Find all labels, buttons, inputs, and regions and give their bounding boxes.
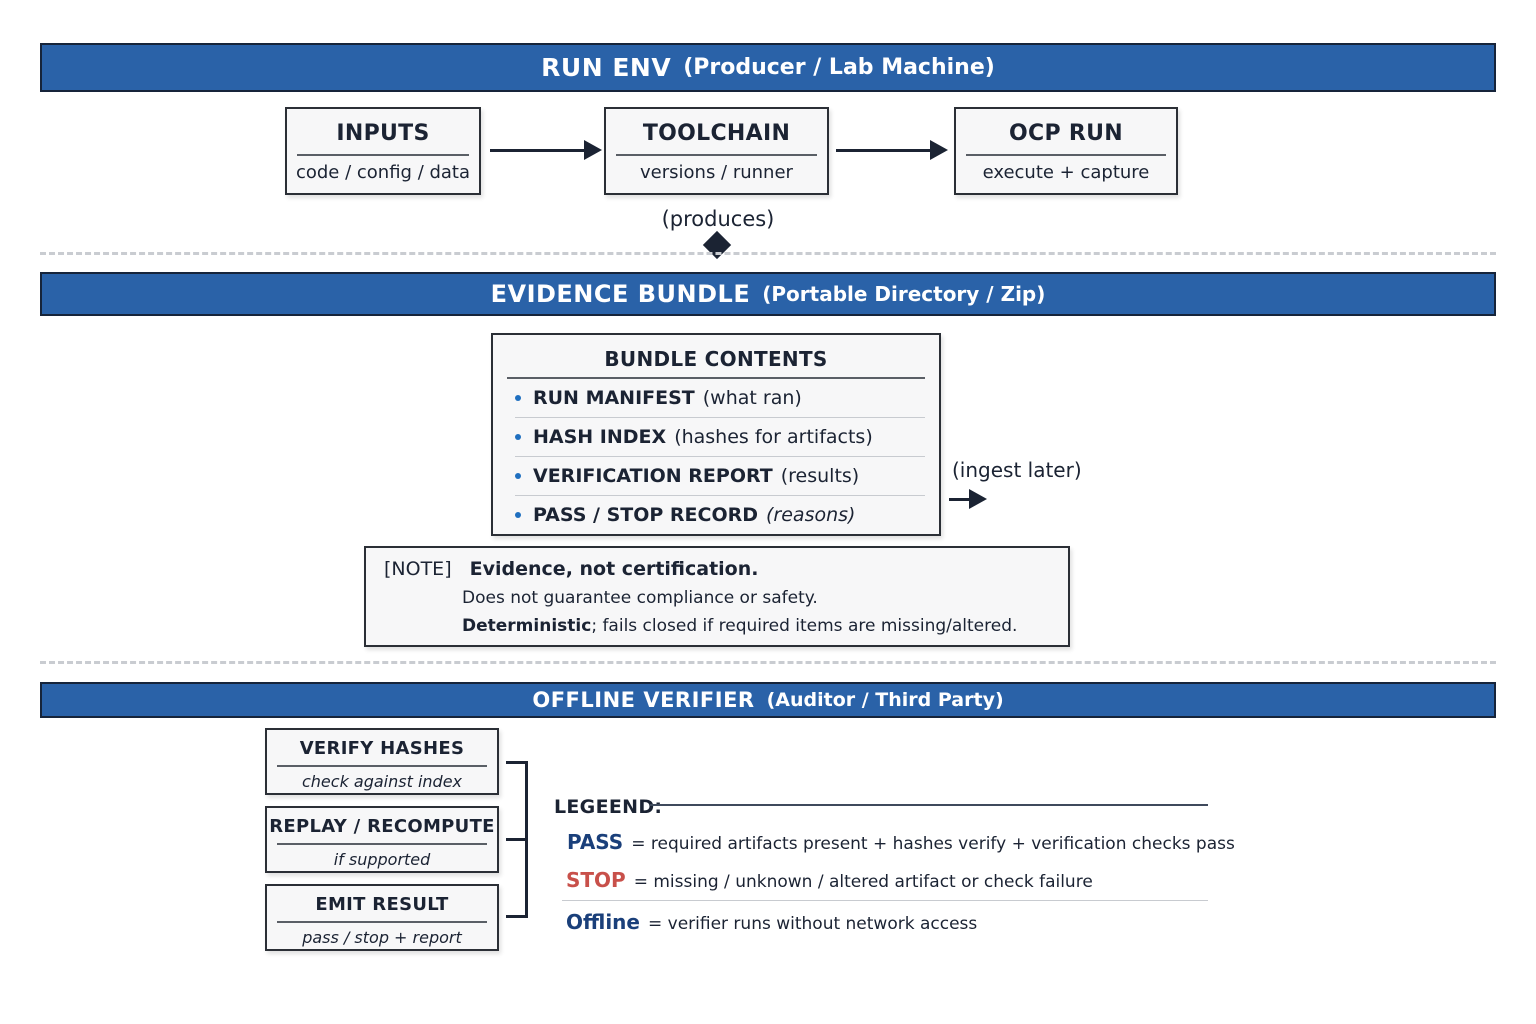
bullet-icon [515,473,521,479]
item-desc: (hashes for artifacts) [674,426,873,448]
legend-divider [562,900,1208,901]
arrow-toolchain-to-ocp-run [836,140,948,160]
note-box: [NOTE] Evidence, not certification. Does… [364,546,1070,647]
divider [616,154,817,156]
note-headline: Evidence, not certification. [469,558,759,580]
ocp-run-box: OCP RUN execute + capture [954,107,1178,195]
inputs-sub: code / config / data [295,162,471,183]
verify-hashes-sub: check against index [301,772,463,791]
inputs-title: INPUTS [336,121,430,146]
item-desc: (what ran) [702,387,802,409]
item-name: RUN MANIFEST [533,387,695,409]
legend-offline-key: Offline [566,910,640,934]
toolchain-box: TOOLCHAIN versions / runner [604,107,829,195]
replay-recompute-sub: if supported [333,850,431,869]
list-item: RUN MANIFEST (what ran) [515,379,925,418]
note-line-3-bold: Deterministic [462,616,592,636]
ocp-run-title: OCP RUN [1009,121,1123,146]
item-desc: (reasons) [766,504,856,526]
section-divider-1 [40,252,1496,255]
divider [966,154,1166,156]
divider [277,765,487,767]
divider [297,154,469,156]
evidence-bundle-subtitle: (Portable Directory / Zip) [762,282,1046,306]
emit-result-box: EMIT RESULT pass / stop + report [265,884,499,951]
bullet-icon [515,434,521,440]
ingest-arrow-icon [949,489,987,509]
run-env-title: RUN ENV [541,53,672,82]
note-line-3-rest: ; fails closed if required items are mis… [591,616,1018,636]
ingest-later-label: (ingest later) [952,458,1082,482]
emit-result-sub: pass / stop + report [302,928,462,947]
replay-recompute-box: REPLAY / RECOMPUTE if supported [265,806,499,873]
evidence-bundle-banner: EVIDENCE BUNDLE (Portable Directory / Zi… [40,272,1496,316]
list-item: PASS / STOP RECORD (reasons) [515,496,925,534]
item-name: VERIFICATION REPORT [533,465,773,487]
offline-verifier-banner: OFFLINE VERIFIER (Auditor / Third Party) [40,682,1496,718]
item-name: HASH INDEX [533,426,667,448]
legend-title-rule [650,804,1208,806]
toolchain-title: TOOLCHAIN [642,121,791,146]
divider [277,843,487,845]
run-env-banner: RUN ENV (Producer / Lab Machine) [40,43,1496,92]
verify-hashes-box: VERIFY HASHES check against index [265,728,499,795]
legend-stop-text: = missing / unknown / altered artifact o… [633,872,1093,892]
run-env-subtitle: (Producer / Lab Machine) [683,55,995,80]
legend-offline-entry: Offline = verifier runs without network a… [566,910,977,934]
note-tag: [NOTE] [384,558,452,580]
bundle-contents-title: BUNDLE CONTENTS [604,347,828,371]
produces-label: (produces) [661,207,775,231]
offline-verifier-title: OFFLINE VERIFIER [532,688,755,712]
legend-title: LEGEEND: [554,796,663,818]
offline-verifier-subtitle: (Auditor / Third Party) [766,689,1004,711]
bundle-contents-box: BUNDLE CONTENTS RUN MANIFEST (what ran) … [491,333,941,536]
divider [277,921,487,923]
item-name: PASS / STOP RECORD [533,504,759,526]
legend-stop-key: STOP [566,868,626,892]
inputs-box: INPUTS code / config / data [285,107,481,195]
legend-offline-text: = verifier runs without network access [647,914,978,934]
toolchain-sub: versions / runner [640,162,793,183]
legend-pass-text: = required artifacts present + hashes ve… [631,834,1235,854]
verify-hashes-title: VERIFY HASHES [299,738,465,759]
replay-recompute-title: REPLAY / RECOMPUTE [269,816,495,837]
legend-stop-entry: STOP = missing / unknown / altered artifa… [566,868,1093,892]
item-desc: (results) [780,465,860,487]
divider [507,377,925,379]
bullet-icon [515,512,521,518]
section-divider-2 [40,661,1496,664]
bullet-icon [515,395,521,401]
note-line-2: Does not guarantee compliance or safety. [462,588,818,608]
arrow-inputs-to-toolchain [490,140,602,160]
emit-result-title: EMIT RESULT [315,894,449,915]
ocp-run-sub: execute + capture [982,162,1150,183]
list-item: VERIFICATION REPORT (results) [515,457,925,496]
evidence-bundle-title: EVIDENCE BUNDLE [490,280,751,308]
list-item: HASH INDEX (hashes for artifacts) [515,418,925,457]
legend-pass-entry: PASS = required artifacts present + hashe… [567,830,1235,854]
bracket-tick [506,838,528,841]
legend-pass-key: PASS [567,830,624,854]
